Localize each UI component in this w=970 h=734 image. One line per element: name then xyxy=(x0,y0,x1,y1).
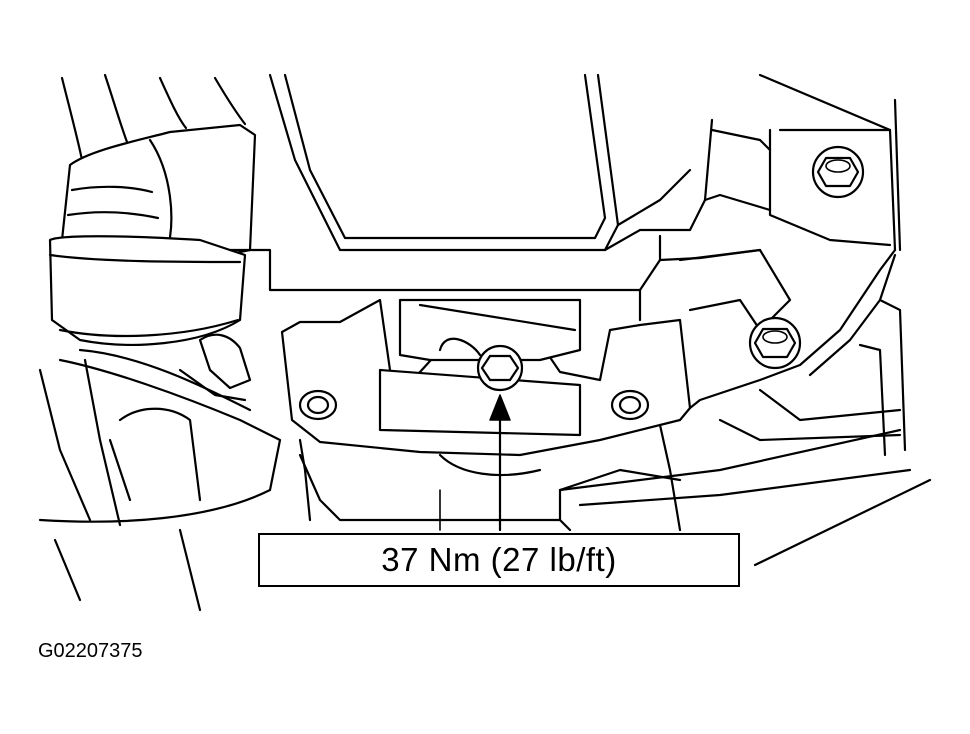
bolt-icon xyxy=(476,344,524,392)
lower-housing xyxy=(298,428,912,532)
transmission-housing xyxy=(228,73,762,322)
arrow-up-icon xyxy=(489,394,511,532)
right-frame xyxy=(678,73,932,567)
left-hose-assembly xyxy=(48,73,257,346)
center-mount-block xyxy=(378,298,582,437)
figure-id-label: G02207375 xyxy=(38,640,143,662)
upper-right-bolt-icon xyxy=(811,145,865,199)
left-frame xyxy=(38,333,282,612)
torque-callout-box: 37 Nm (27 lb/ft) xyxy=(258,533,740,587)
torque-spec-label: 37 Nm (27 lb/ft) xyxy=(381,541,617,578)
middle-right-bolt-icon xyxy=(748,316,802,370)
